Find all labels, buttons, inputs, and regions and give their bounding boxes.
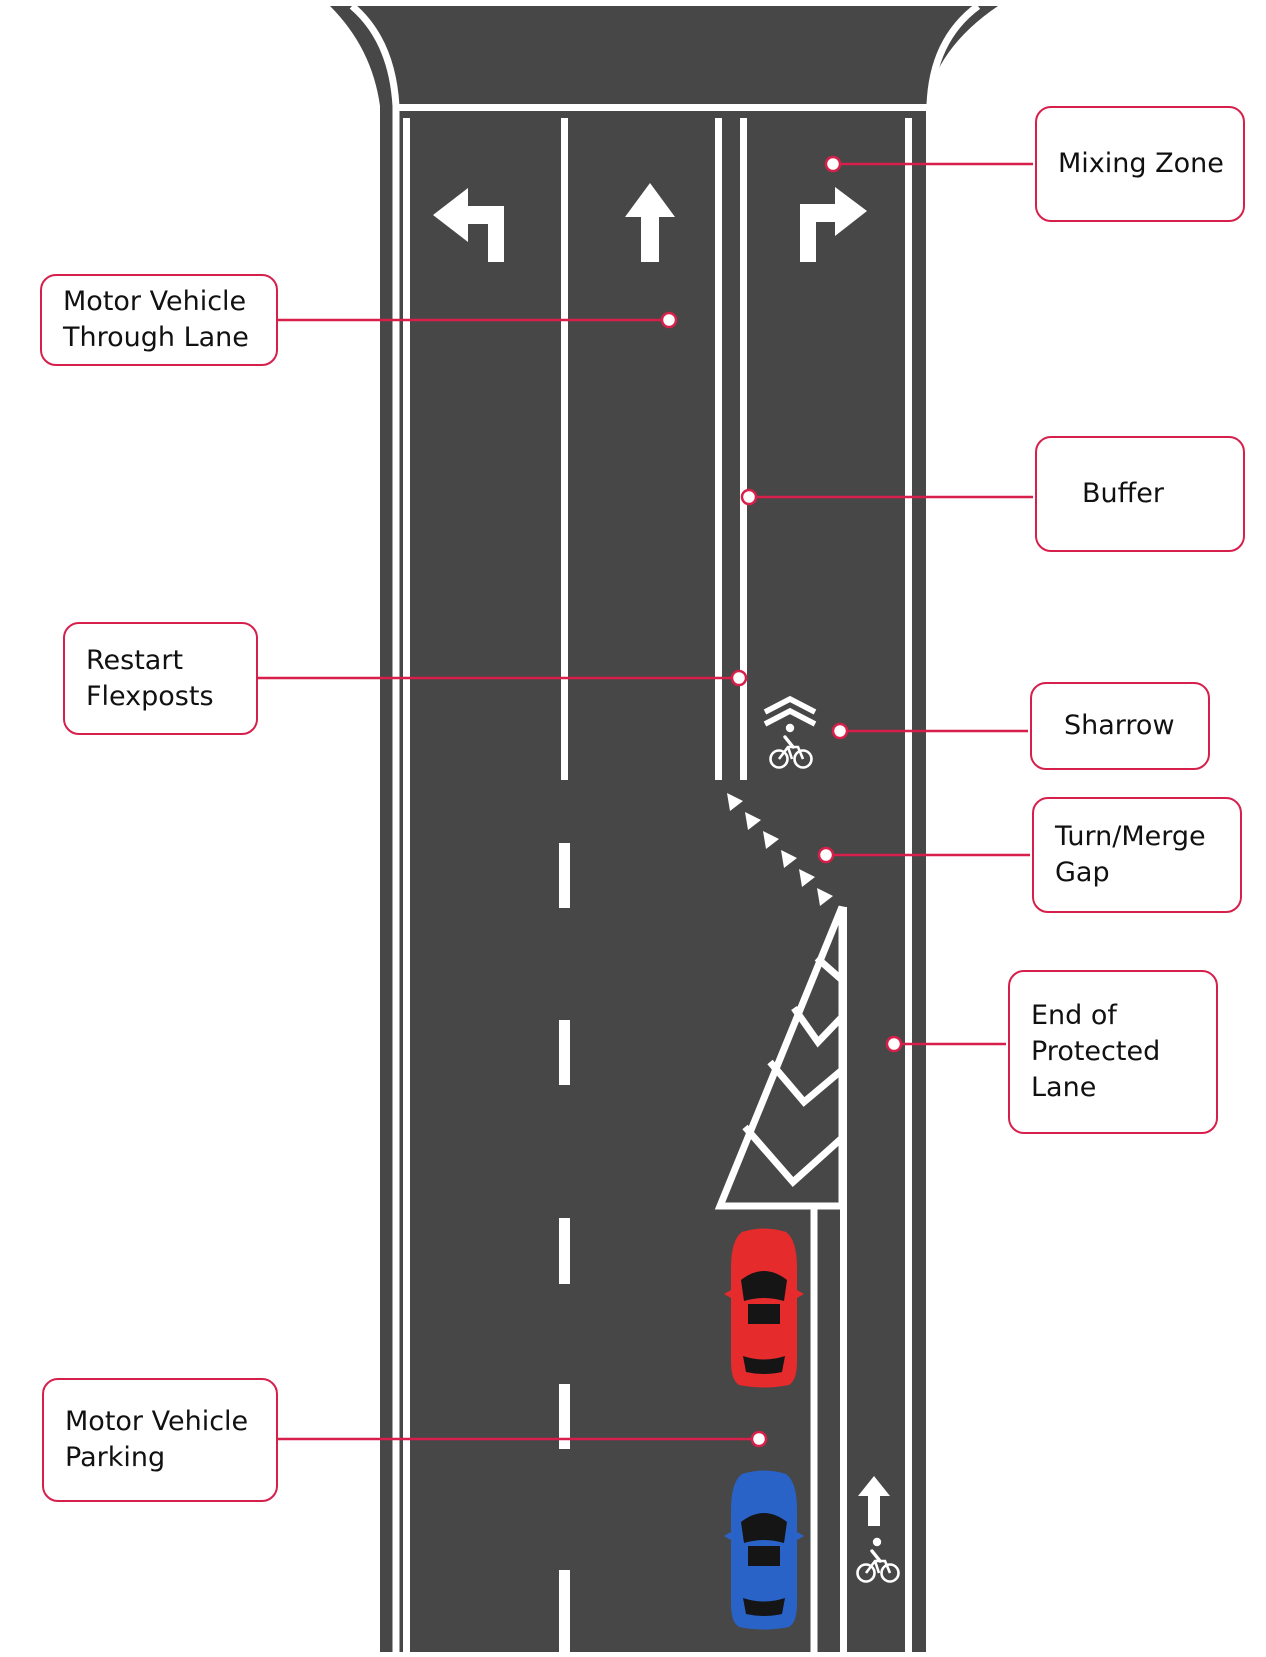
callout-parking: Motor Vehicle Parking bbox=[42, 1378, 278, 1502]
callout-end-protected-lane-line-3: Lane bbox=[1031, 1072, 1097, 1103]
callout-buffer: Buffer bbox=[1035, 436, 1245, 552]
asphalt bbox=[330, 6, 998, 1652]
blue-car bbox=[724, 1470, 804, 1630]
callout-leaders bbox=[256, 162, 1033, 1441]
callout-through-lane-line-2: Through Lane bbox=[63, 322, 249, 353]
callout-restart-flexposts-line-2: Flexposts bbox=[86, 680, 214, 712]
straight-arrow-icon bbox=[625, 183, 675, 262]
callout-sharrow: Sharrow bbox=[1030, 682, 1210, 770]
protected-lane-line bbox=[840, 907, 847, 1652]
callout-restart-flexposts: Restart Flexposts bbox=[63, 622, 258, 735]
bike-lane-arrow-icon bbox=[858, 1476, 890, 1526]
callout-turn-merge-gap: Turn/Merge Gap bbox=[1032, 797, 1242, 913]
red-car bbox=[724, 1228, 804, 1388]
callout-mixing-zone-label: Mixing Zone bbox=[1058, 148, 1224, 179]
left-turn-arrow-icon bbox=[433, 188, 504, 262]
callout-end-protected-lane: End of Protected Lane bbox=[1008, 970, 1218, 1134]
parking-edge-line bbox=[720, 1202, 818, 1652]
merge-gap-triangles bbox=[727, 793, 833, 906]
callout-dots bbox=[660, 155, 903, 1448]
right-turn-arrow-icon bbox=[800, 187, 867, 262]
callout-buffer-label: Buffer bbox=[1082, 478, 1164, 509]
stop-bar bbox=[396, 104, 930, 111]
callout-restart-flexposts-line-1: Restart bbox=[86, 644, 184, 676]
callout-through-lane: Motor Vehicle Through Lane bbox=[40, 274, 278, 366]
callout-parking-line-2: Parking bbox=[65, 1442, 166, 1473]
callout-turn-merge-gap-line-1: Turn/Merge bbox=[1055, 821, 1206, 852]
dashed-center-line bbox=[559, 843, 570, 1652]
sharrow-chevron-icon bbox=[763, 695, 817, 727]
callout-end-protected-lane-line-1: End of bbox=[1031, 1000, 1117, 1031]
callout-parking-line-1: Motor Vehicle bbox=[65, 1406, 249, 1437]
callout-turn-merge-gap-line-2: Gap bbox=[1055, 857, 1110, 888]
callout-through-lane-line-1: Motor Vehicle bbox=[63, 286, 247, 317]
callout-end-protected-lane-line-2: Protected bbox=[1031, 1036, 1161, 1067]
callout-sharrow-label: Sharrow bbox=[1064, 710, 1175, 741]
lane-lines bbox=[403, 118, 912, 1652]
curb-lines bbox=[349, 3, 981, 1652]
callout-mixing-zone: Mixing Zone bbox=[1035, 106, 1245, 222]
